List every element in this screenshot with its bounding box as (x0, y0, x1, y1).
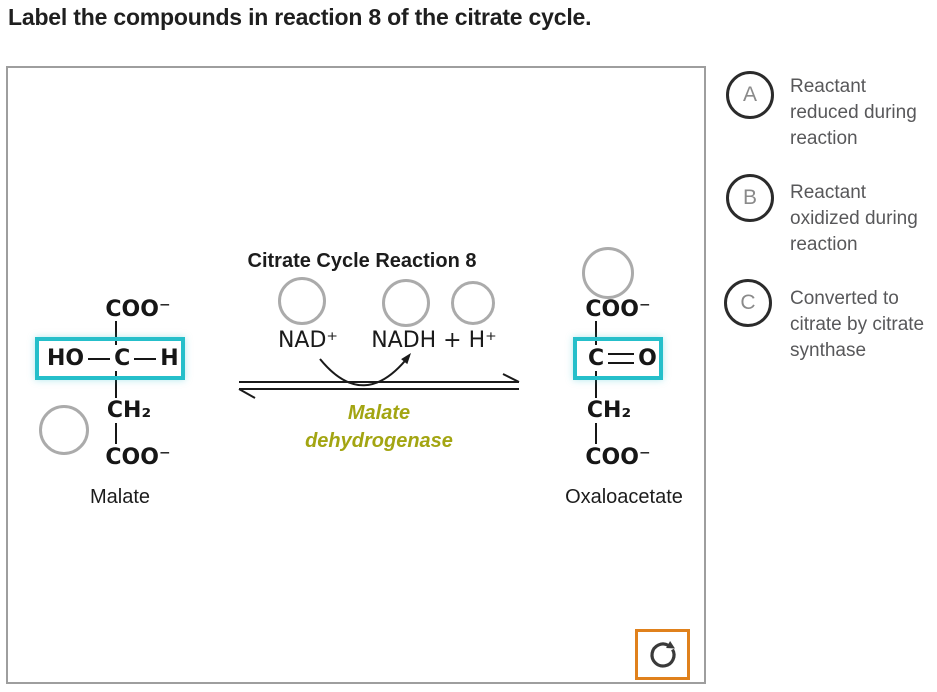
drop-circle-nadh[interactable] (382, 279, 430, 327)
enzyme-name-line2: dehydrogenase (305, 430, 453, 452)
double-bond (608, 353, 635, 364)
reset-button[interactable] (635, 629, 690, 680)
option-c-circle[interactable]: C (724, 279, 772, 327)
diagram-board: Citrate Cycle Reaction 8 COO⁻ HO C H CH₂… (6, 66, 706, 684)
single-bond (134, 357, 157, 360)
highlight-box-malate-hcoh[interactable] (35, 337, 185, 380)
oxaloacetate-c: C (588, 346, 605, 371)
highlight-box-oxaloacetate-co[interactable] (573, 337, 663, 380)
malate-coo-top: COO⁻ (105, 297, 171, 322)
oxaloacetate-coo-bottom: COO⁻ (585, 445, 651, 470)
question-title: Label the compounds in reaction 8 of the… (8, 4, 592, 30)
nad-conversion-arrow (319, 355, 410, 387)
option-b-circle[interactable]: B (726, 174, 774, 222)
drop-circle-hplus[interactable] (451, 281, 495, 325)
equilibrium-arrows (238, 373, 520, 399)
drop-circle-nad[interactable] (278, 277, 326, 325)
malate-c: C (114, 346, 131, 371)
refresh-clockwise-icon (649, 640, 676, 668)
nad-conversion-arrowhead (401, 353, 411, 365)
malate-ch2: CH₂ (106, 398, 152, 423)
option-a-letter: A (742, 83, 757, 106)
oxaloacetate-ch2: CH₂ (586, 398, 632, 423)
drop-circle-malate[interactable] (39, 405, 89, 455)
option-a-circle[interactable]: A (726, 71, 774, 119)
nadh-hplus-label: NADH + H⁺ (371, 328, 497, 353)
malate-coo-bottom: COO⁻ (105, 445, 171, 470)
malate-ho: HO (47, 346, 85, 371)
option-b-letter: B (742, 186, 757, 209)
option-b-text: Reactant oxidized during reaction (790, 182, 918, 255)
malate-hcoh-group: HO C H (47, 337, 179, 380)
malate-h: H (160, 346, 179, 371)
drop-circle-oxaloacetate[interactable] (582, 247, 634, 299)
oxaloacetate-name: Oxaloacetate (565, 486, 683, 508)
malate-name: Malate (89, 486, 151, 508)
option-c-text: Converted to citrate by citrate synthase (790, 288, 925, 361)
option-c-letter: C (740, 291, 756, 314)
oxaloacetate-co-group: C O (588, 337, 657, 380)
reaction-heading: Citrate Cycle Reaction 8 (247, 250, 477, 272)
oxaloacetate-coo-top: COO⁻ (585, 297, 651, 322)
nad-plus-label: NAD⁺ (277, 328, 339, 353)
single-bond (88, 357, 111, 360)
option-a-text: Reactant reduced during reaction (790, 76, 917, 149)
enzyme-name-line1: Malate (347, 402, 411, 424)
oxaloacetate-o: O (638, 346, 657, 371)
